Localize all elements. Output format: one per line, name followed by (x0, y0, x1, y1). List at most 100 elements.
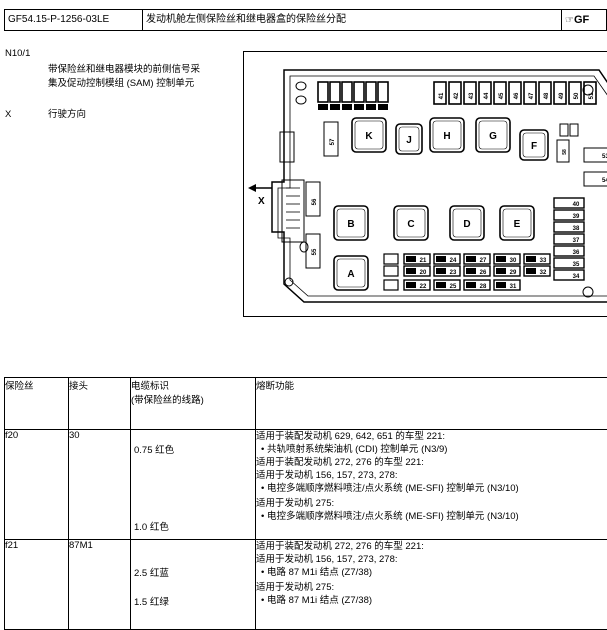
fuse-36 (554, 246, 584, 256)
connector-id: 30 (69, 430, 131, 540)
fuse-label: 35 (573, 262, 580, 268)
fuse-slot (330, 82, 340, 102)
brand-logo: ☞GF (562, 10, 607, 30)
fuse-55-label: 55 (312, 248, 318, 255)
fuse-label: 30 (510, 258, 517, 264)
fuse-tab (354, 104, 364, 110)
fuse-39 (554, 210, 584, 220)
fuse-label: 48 (544, 92, 550, 99)
fuse-label: 41 (439, 92, 445, 99)
fuse-tab (330, 104, 340, 110)
brand-text: GF (574, 14, 589, 26)
fuse-label: 23 (450, 270, 457, 276)
cable-cell: 0.75 红色 1.0 红色 (131, 430, 256, 540)
fuse-58-label: 58 (562, 149, 568, 155)
fuse-label: 29 (510, 270, 517, 276)
function-line: 适用于发动机 156, 157, 273, 278: (256, 553, 607, 566)
fuse-label: 31 (510, 284, 517, 290)
fuse-label: 34 (573, 274, 580, 280)
fuse-contact (496, 268, 506, 274)
fuse-54-label: 54 (602, 178, 607, 184)
fuse-tab (318, 104, 328, 110)
legend-desc-x: 行驶方向 (48, 108, 86, 122)
doc-title: 发动机舱左侧保险丝和继电器盒的保险丝分配 (143, 10, 562, 30)
function-line: 适用于装配发动机 272, 276 的车型 221: (256, 540, 607, 553)
fuse-40 (554, 198, 584, 208)
fuse-label: 32 (540, 270, 547, 276)
legend-code-n101: N10/1 (5, 47, 30, 61)
header-cable-line2: (带保险丝的线路) (131, 392, 255, 406)
fuse-37 (554, 234, 584, 244)
fuse-contact (436, 268, 446, 274)
fuse-label: 36 (573, 250, 580, 256)
legend-code-x: X (5, 108, 11, 122)
pointing-hand-icon: ☞ (565, 15, 574, 26)
fuse-label: 24 (450, 258, 457, 264)
fuse-label: 26 (480, 270, 487, 276)
fuse-id: f21 (5, 540, 69, 630)
relay-label: C (407, 219, 414, 230)
legend-desc-n101-line1: 带保险丝和继电器模块的前侧信号采 (48, 63, 200, 77)
fuse-contact (406, 268, 416, 274)
relay-label: E (514, 219, 521, 230)
fuse-34 (554, 270, 584, 280)
fuse-label: 28 (480, 284, 487, 290)
relay-label: D (463, 219, 470, 230)
table-row: f21 87M1 2.5 红蓝 1.5 红绿 适用于装配发动机 272, 276… (5, 540, 607, 630)
fuse-label: 43 (469, 92, 475, 99)
cable-cell: 2.5 红蓝 1.5 红绿 (131, 540, 256, 630)
header-fuse: 保险丝 (5, 378, 69, 430)
fuse-slot (384, 266, 398, 276)
fuse-slot (342, 82, 352, 102)
fuse-label: 42 (454, 92, 460, 99)
relay-label: H (443, 131, 450, 142)
fuse-label: 21 (420, 258, 427, 264)
function-cell: 适用于装配发动机 272, 276 的车型 221: 适用于发动机 156, 1… (256, 540, 607, 630)
fuse-contact (436, 282, 446, 288)
function-line: 适用于发动机 156, 157, 273, 278: (256, 469, 607, 482)
fuse-label: 20 (420, 270, 427, 276)
cable-value: 1.5 红绿 (134, 596, 169, 609)
function-line: • 电控多端顺序燃料喷注/点火系统 (ME-SFI) 控制单元 (N3/10) (256, 510, 607, 523)
header-cable-line1: 电缆标识 (131, 378, 255, 392)
fuse-contact (526, 268, 536, 274)
fuse-38 (554, 222, 584, 232)
function-line: • 电路 87 M1i 结点 (Z7/38) (256, 566, 607, 579)
fuse-label: 25 (450, 284, 457, 290)
relay-label: B (347, 219, 354, 230)
fuse-contact (466, 256, 476, 262)
function-line: 适用于装配发动机 629, 642, 651 的车型 221: (256, 430, 607, 443)
cable-value: 1.0 红色 (134, 521, 169, 534)
function-line: • 电路 87 M1i 结点 (Z7/38) (256, 594, 607, 607)
fuse-label: 47 (529, 92, 535, 99)
fuse-slot (384, 254, 398, 264)
fuse-slot (354, 82, 364, 102)
function-line: • 电控多端顺序燃料喷注/点火系统 (ME-SFI) 控制单元 (N3/10) (256, 482, 607, 495)
fuse-56-label: 56 (312, 198, 318, 205)
fuse-contact (526, 256, 536, 262)
fuse-label: 40 (573, 202, 580, 208)
fuse-label: 49 (559, 92, 565, 99)
fuse-slot (378, 82, 388, 102)
fuse-slot (384, 280, 398, 290)
fuse-label: 27 (480, 258, 487, 264)
fuse-label: 44 (484, 92, 490, 99)
relay-label: J (406, 135, 412, 146)
fuse-table: 保险丝 接头 电缆标识 (带保险丝的线路) 熔断功能 f20 30 0.75 红… (4, 377, 607, 630)
cable-value: 0.75 红色 (134, 444, 174, 457)
function-line: • 共轨喷射系统柴油机 (CDI) 控制单元 (N3/9) (256, 443, 607, 456)
fuse-label: 46 (514, 92, 520, 99)
header-cable: 电缆标识 (带保险丝的线路) (131, 378, 256, 430)
fuse-label: 22 (420, 284, 427, 290)
fuse-label: 51 (589, 92, 595, 99)
function-cell: 适用于装配发动机 629, 642, 651 的车型 221: • 共轨喷射系统… (256, 430, 607, 540)
fuse-label: 37 (573, 238, 580, 244)
fuse-35 (554, 258, 584, 268)
fuse-57-label: 57 (330, 138, 336, 145)
fuse-tab (366, 104, 376, 110)
doc-code: GF54.15-P-1256-03LE (5, 10, 143, 30)
